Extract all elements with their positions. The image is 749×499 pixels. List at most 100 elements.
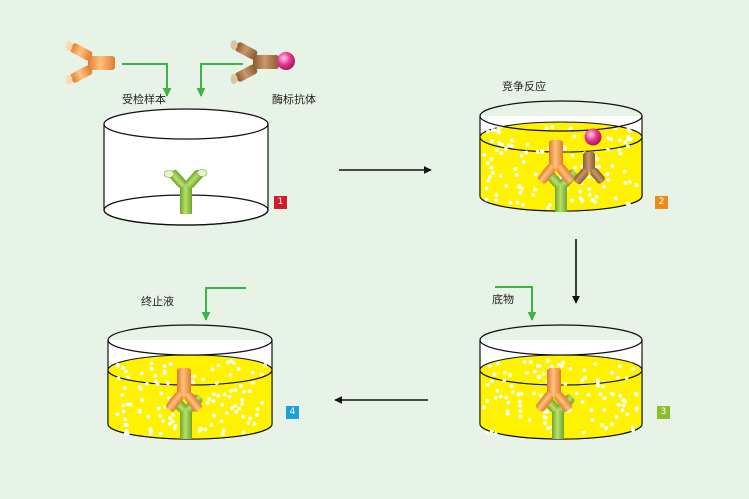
bubble xyxy=(260,400,264,405)
bubble xyxy=(586,392,591,397)
bubble xyxy=(216,393,221,398)
bubble xyxy=(589,408,594,413)
bubble xyxy=(221,432,226,436)
bubble xyxy=(123,422,128,427)
bubble xyxy=(116,376,121,381)
bubble xyxy=(516,392,521,397)
bubble xyxy=(158,431,163,436)
bubble xyxy=(504,146,508,151)
bubble xyxy=(524,150,529,155)
bubble xyxy=(519,153,524,158)
bubble xyxy=(631,425,635,430)
bubble xyxy=(634,392,639,397)
bubble xyxy=(496,129,501,134)
bubble xyxy=(527,418,532,422)
bubble xyxy=(503,370,507,375)
bubble xyxy=(594,194,599,199)
bubble xyxy=(148,431,153,436)
bubble xyxy=(569,198,574,203)
bubble xyxy=(534,172,538,177)
bubble xyxy=(626,137,631,142)
bubble xyxy=(162,371,167,375)
bubble xyxy=(490,379,494,384)
bubble xyxy=(581,430,586,435)
bubble xyxy=(247,389,252,394)
enzyme-label-icon xyxy=(277,52,295,70)
bubble xyxy=(627,179,632,184)
coated-antibody-icon xyxy=(163,169,208,214)
bubble xyxy=(495,388,500,393)
bubble xyxy=(137,408,142,413)
bubble xyxy=(496,126,501,131)
bubble xyxy=(614,414,619,419)
bubble xyxy=(491,170,495,175)
bubble xyxy=(255,407,260,411)
bubble xyxy=(520,186,525,191)
bubble xyxy=(490,139,494,144)
bubble xyxy=(602,396,607,401)
bubble xyxy=(233,404,237,408)
bubble xyxy=(153,373,158,378)
well-step-2 xyxy=(479,100,643,212)
bubble xyxy=(542,415,547,419)
bubble xyxy=(595,378,600,383)
bubble xyxy=(123,417,128,422)
bubble xyxy=(227,395,232,399)
bubble xyxy=(518,414,523,419)
bubble xyxy=(498,173,503,178)
well-step-4 xyxy=(107,324,273,440)
bubble xyxy=(482,153,487,157)
bubble xyxy=(239,384,243,388)
bubble xyxy=(538,393,543,398)
bubble xyxy=(126,375,131,380)
bubble xyxy=(546,206,550,210)
bubble xyxy=(596,381,600,386)
bubble xyxy=(508,373,512,378)
bubble xyxy=(598,392,603,397)
bubble xyxy=(168,421,172,426)
bubble xyxy=(606,136,611,141)
process-flow-arrows xyxy=(334,166,580,404)
bubble xyxy=(518,191,523,195)
bubble xyxy=(522,360,527,364)
bubble xyxy=(515,200,520,205)
bubble xyxy=(490,128,495,133)
bubble xyxy=(139,371,144,376)
bubble xyxy=(517,399,522,404)
bubble xyxy=(242,390,246,394)
bubble xyxy=(263,363,267,367)
bubble xyxy=(602,408,607,412)
bubble xyxy=(199,426,203,431)
bubble xyxy=(219,419,224,424)
bubble xyxy=(631,428,635,433)
bubble xyxy=(220,403,225,407)
bubble xyxy=(484,186,489,191)
bubble xyxy=(248,416,253,421)
bubble xyxy=(225,360,230,365)
y-shaped-antigen-icon xyxy=(65,41,115,85)
bubble xyxy=(519,391,524,396)
bubble xyxy=(509,384,514,389)
y-shaped-antigen-icon xyxy=(535,368,573,412)
bubble xyxy=(583,375,588,380)
bubble xyxy=(617,147,622,152)
bubble xyxy=(604,426,609,430)
bubble xyxy=(494,193,499,198)
bubble xyxy=(161,419,166,423)
y-shaped-antigen-icon xyxy=(165,368,203,412)
bubble xyxy=(550,125,555,129)
bubble xyxy=(613,196,618,201)
bubble xyxy=(222,392,227,397)
bubble xyxy=(539,149,544,154)
bubble xyxy=(545,409,550,414)
bubble xyxy=(546,358,550,363)
bubble xyxy=(485,398,490,403)
bubble xyxy=(485,382,490,387)
bubble xyxy=(597,164,602,169)
bubble xyxy=(128,402,133,407)
bubble xyxy=(145,382,149,386)
bubble xyxy=(508,200,513,205)
bubble xyxy=(115,412,120,417)
bubble xyxy=(618,393,623,398)
bubble xyxy=(488,175,492,179)
